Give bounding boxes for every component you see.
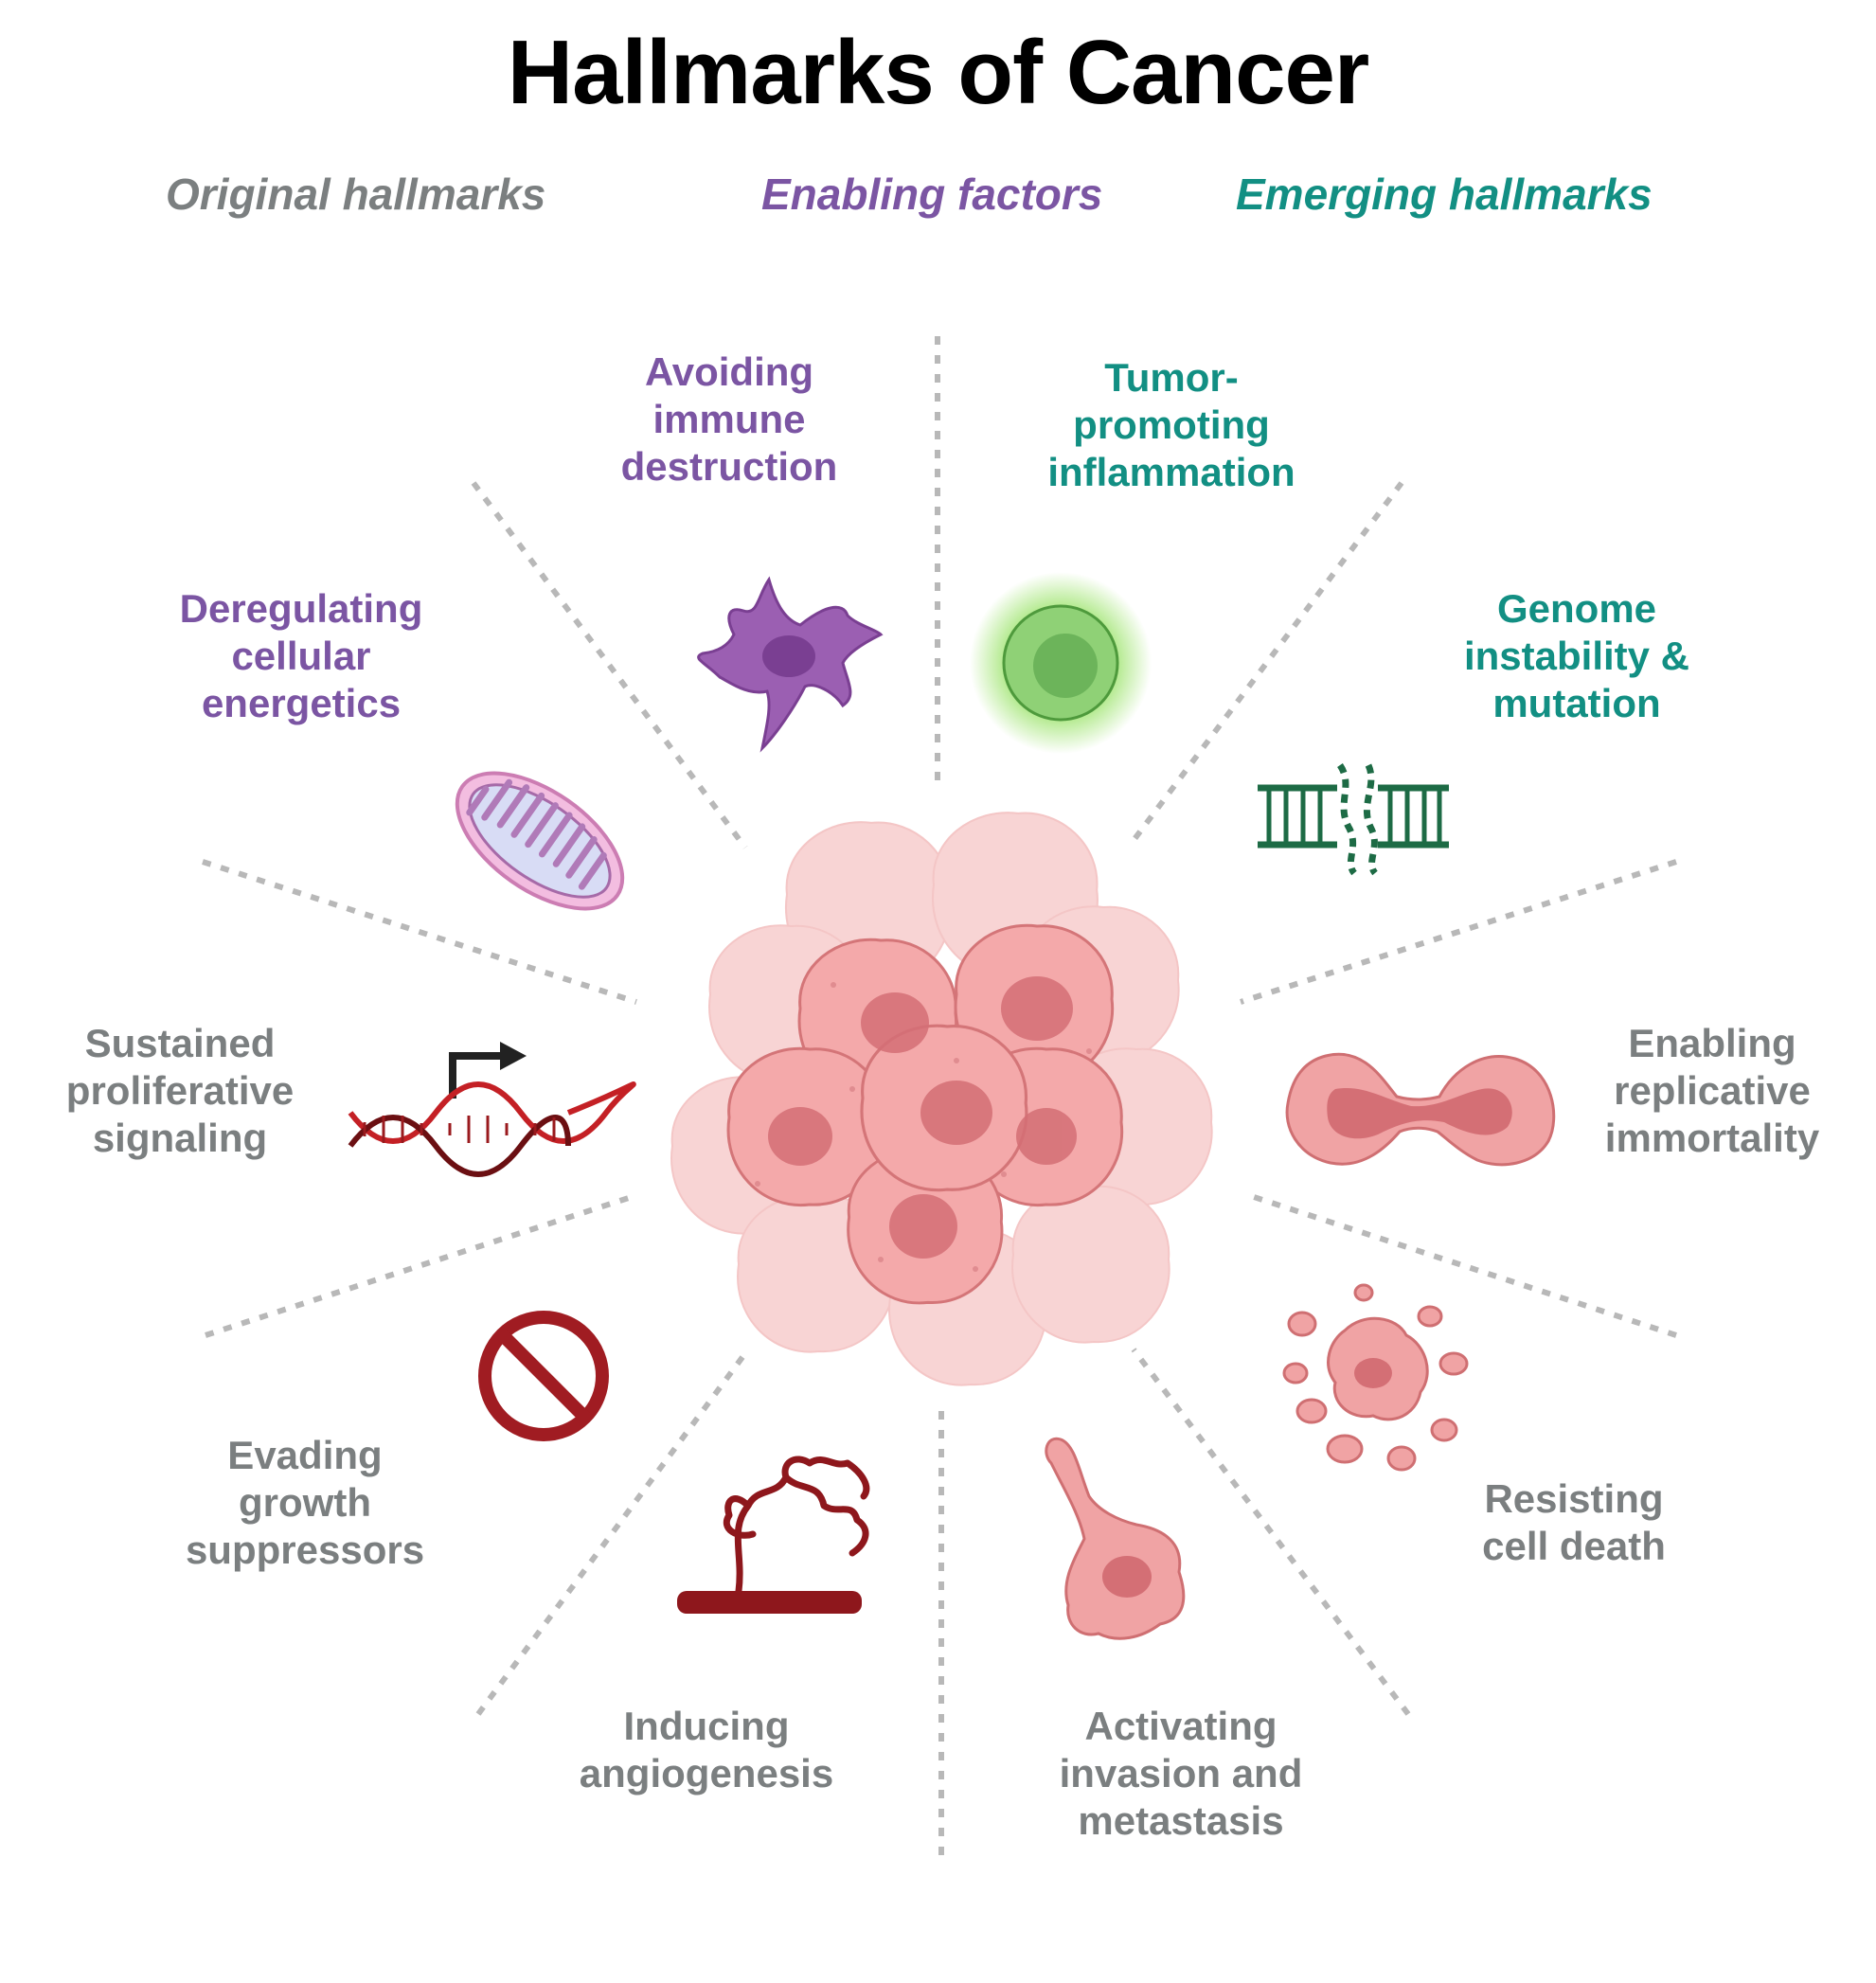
label-activating-invasion-metastasis: Activating invasion and metastasis <box>1060 1703 1303 1845</box>
category-emerging-heading: Emerging hallmarks <box>1236 170 1653 219</box>
divider-line <box>475 1348 751 1716</box>
category-enabling-heading: Enabling factors <box>761 170 1103 219</box>
prohibition-sign-icon <box>478 1311 609 1441</box>
label-line: proliferative <box>65 1068 295 1113</box>
dna-promoter-arrow-icon <box>348 1042 636 1177</box>
label-avoiding-immune-destruction: Avoiding immune destruction <box>621 348 838 491</box>
label-line: destruction <box>620 444 838 489</box>
label-line: Activating <box>1084 1704 1277 1748</box>
label-sustained-proliferative-signaling: Sustained proliferative signaling <box>66 1020 294 1162</box>
label-line: replicative <box>1614 1068 1811 1113</box>
label-line: angiogenesis <box>579 1751 834 1795</box>
label-line: mutation <box>1492 681 1661 725</box>
label-line: promoting <box>1073 402 1270 447</box>
dividing-cell-icon <box>1285 1052 1556 1167</box>
broken-dna-icon <box>1258 763 1449 876</box>
label-line: signaling <box>92 1116 268 1160</box>
migrating-cell-icon <box>1045 1437 1186 1640</box>
label-resisting-cell-death: Resisting cell death <box>1482 1475 1666 1570</box>
label-line: Resisting <box>1484 1476 1664 1521</box>
tumor-cell-cluster-icon <box>670 812 1213 1386</box>
label-line: cell death <box>1482 1524 1666 1568</box>
label-line: energetics <box>201 681 402 725</box>
label-line: Avoiding <box>644 349 814 394</box>
divider-line <box>1131 1348 1411 1716</box>
sector-dividers <box>202 336 1677 1861</box>
label-line: suppressors <box>185 1527 425 1572</box>
label-tumor-promoting-inflammation: Tumor- promoting inflammation <box>1047 354 1295 496</box>
label-line: immortality <box>1604 1116 1820 1160</box>
label-line: immune <box>652 397 806 441</box>
label-line: cellular <box>231 634 371 678</box>
label-line: Sustained <box>84 1021 276 1065</box>
label-line: Inducing <box>623 1704 790 1748</box>
blood-vessel-icon <box>677 1456 870 1614</box>
glowing-cell-icon <box>970 572 1152 754</box>
label-enabling-replicative-immortality: Enabling replicative immortality <box>1605 1020 1819 1162</box>
label-evading-growth-suppressors: Evading growth suppressors <box>186 1432 424 1574</box>
divider-line <box>1247 1192 1677 1338</box>
divider-line <box>1240 859 1677 1005</box>
divider-line <box>205 1192 638 1338</box>
divider-line <box>202 859 637 1005</box>
label-line: metastasis <box>1078 1798 1284 1843</box>
label-line: Genome <box>1496 586 1657 631</box>
apoptotic-cell-icon <box>1282 1283 1469 1472</box>
label-genome-instability-mutation: Genome instability & mutation <box>1464 585 1689 727</box>
label-deregulating-cellular-energetics: Deregulating cellular energetics <box>180 585 423 727</box>
label-line: Deregulating <box>179 586 423 631</box>
label-line: growth <box>239 1480 371 1525</box>
label-line: Enabling <box>1628 1021 1796 1065</box>
category-original-heading: Original hallmarks <box>166 170 546 219</box>
label-line: invasion and <box>1059 1751 1303 1795</box>
dendritic-cell-icon <box>697 576 884 753</box>
mitochondrion-icon <box>455 771 625 911</box>
label-line: Evading <box>227 1433 383 1477</box>
label-line: instability & <box>1463 634 1690 678</box>
label-line: Tumor- <box>1104 355 1239 400</box>
page-title: Hallmarks of Cancer <box>507 22 1369 123</box>
label-line: inflammation <box>1047 450 1295 494</box>
label-inducing-angiogenesis: Inducing angiogenesis <box>580 1703 833 1797</box>
divider-line <box>471 481 748 849</box>
